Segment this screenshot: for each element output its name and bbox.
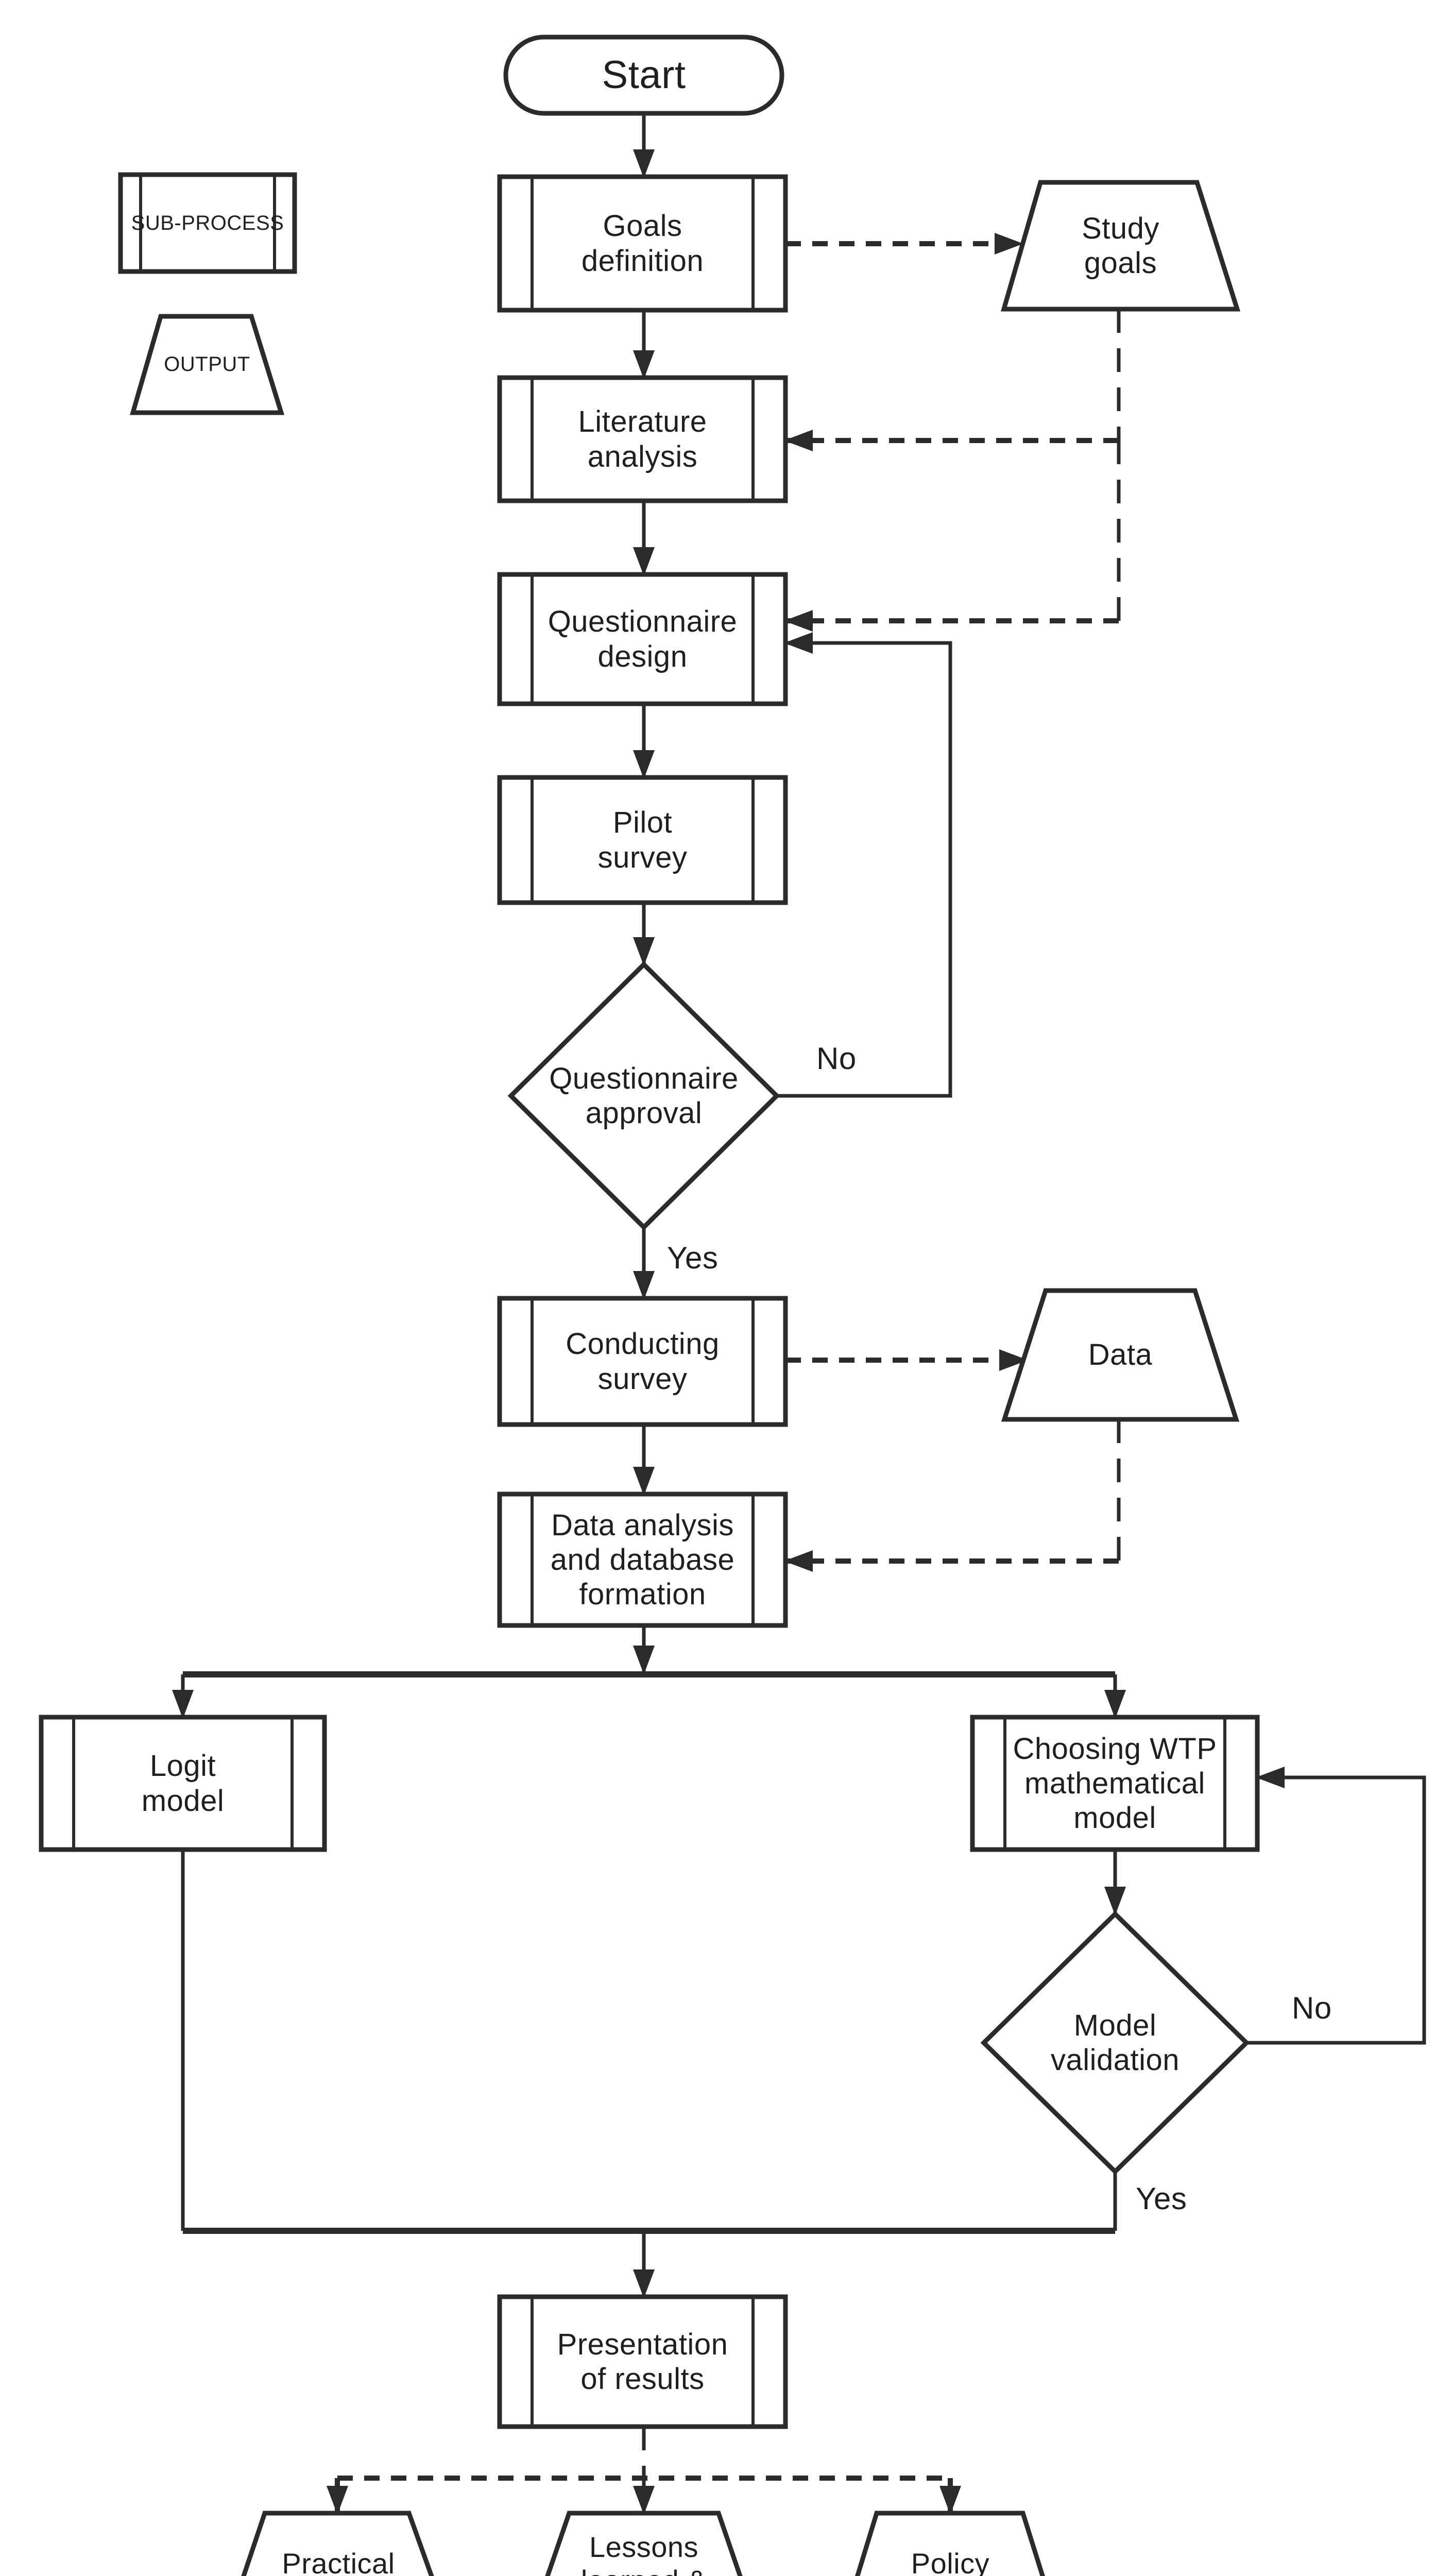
legend-output-shape bbox=[130, 314, 285, 415]
node-start-terminator bbox=[503, 35, 784, 116]
lessons-learned-label: Lessons learned & Recommendations bbox=[581, 2530, 707, 2576]
node-lessons-learned bbox=[545, 2511, 743, 2576]
pilot-survey-label: Pilot survey bbox=[597, 806, 688, 874]
node-goals-definition bbox=[497, 174, 788, 313]
logit-model-label: Logit model bbox=[141, 1749, 225, 1818]
node-data-analysis-bars bbox=[531, 1494, 755, 1625]
validation-no-label: No bbox=[1292, 1991, 1332, 2026]
node-logit-model bbox=[39, 1715, 327, 1852]
questionnaire-design-label: Questionnaire design bbox=[548, 605, 738, 673]
edge-validation-no-loop bbox=[1246, 1767, 1426, 2045]
node-questionnaire-approval-decision bbox=[507, 961, 780, 1231]
node-presentation-of-results-bars bbox=[531, 2297, 755, 2427]
node-model-validation-decision bbox=[980, 1910, 1250, 2175]
policy-implications-label: Policy implications bbox=[911, 2547, 990, 2576]
edge-approval-no-loop bbox=[777, 632, 952, 1098]
goals-definition-label: Goals definition bbox=[581, 209, 704, 278]
edges bbox=[172, 113, 1426, 2515]
conducting-survey-label: Conducting survey bbox=[566, 1327, 720, 1396]
nodes bbox=[39, 35, 1260, 2576]
legend-subprocess-bars bbox=[139, 175, 276, 272]
node-practical-implementation bbox=[241, 2511, 434, 2576]
study-goals-label: Study goals bbox=[1082, 211, 1159, 280]
data-label: Data bbox=[1088, 1338, 1153, 1372]
node-choosing-wtp-model bbox=[970, 1715, 1260, 1852]
node-questionnaire-design-bars bbox=[531, 574, 755, 704]
node-study-goals bbox=[1001, 180, 1241, 312]
node-literature-analysis-bars bbox=[531, 378, 755, 501]
legend-output-label: OUTPUT bbox=[164, 353, 250, 376]
model-validation-label: Model validation bbox=[1050, 2008, 1180, 2077]
practical-implementation-label: Practical implementation bbox=[282, 2547, 395, 2576]
data-analysis-label: Data analysis and database formation bbox=[550, 1508, 735, 1612]
questionnaire-approval-label: Questionnaire approval bbox=[549, 1061, 739, 1130]
node-questionnaire-design bbox=[497, 572, 788, 706]
validation-yes-label: Yes bbox=[1136, 2181, 1187, 2216]
node-choosing-wtp-model-bars bbox=[1003, 1717, 1226, 1850]
node-data bbox=[1001, 1288, 1240, 1422]
node-policy-implications bbox=[855, 2511, 1045, 2576]
node-conducting-survey bbox=[497, 1296, 788, 1427]
node-pilot-survey-bars bbox=[531, 777, 755, 903]
node-literature-analysis bbox=[497, 375, 788, 503]
node-presentation-of-results bbox=[497, 2294, 788, 2429]
node-pilot-survey bbox=[497, 775, 788, 905]
legend-subprocess-label: SUB-PROCESS bbox=[131, 211, 284, 234]
node-logit-model-bars bbox=[72, 1717, 294, 1850]
node-goals-definition-bars bbox=[531, 177, 755, 310]
choosing-wtp-label: Choosing WTP mathematical model bbox=[1013, 1732, 1217, 1835]
legend-subprocess-shape bbox=[118, 172, 297, 274]
start-label: Start bbox=[602, 53, 686, 97]
node-conducting-survey-bars bbox=[531, 1298, 755, 1425]
approval-no-label: No bbox=[816, 1041, 857, 1076]
presentation-of-results-label: Presentation of results bbox=[557, 2327, 728, 2396]
literature-analysis-label: Literature analysis bbox=[578, 405, 707, 473]
node-data-analysis bbox=[497, 1492, 788, 1628]
approval-yes-label: Yes bbox=[667, 1241, 719, 1276]
